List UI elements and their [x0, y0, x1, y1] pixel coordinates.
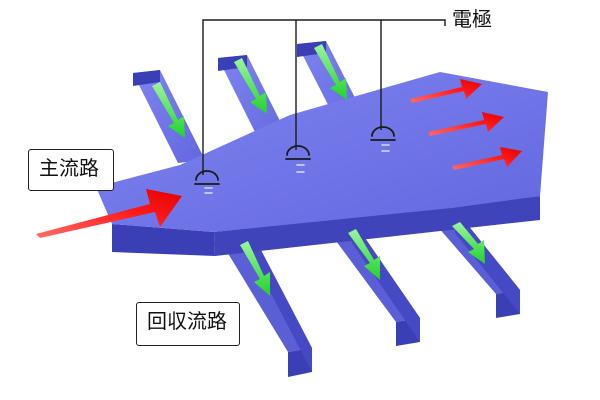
upper-branch-1: [133, 70, 205, 163]
recovery-channel-label: 回収流路: [136, 302, 240, 346]
electrodes: [194, 126, 396, 194]
green-arrow-inlet-2: [234, 58, 267, 114]
outflow-arrow-2: [428, 112, 504, 136]
main-channel-top: [96, 72, 548, 232]
main-channel-body: [96, 72, 548, 256]
electrode-3: [370, 126, 396, 152]
recovery-arrows: [240, 222, 485, 296]
green-arrow-inlet-1: [152, 82, 185, 138]
outflow-arrow-1: [410, 79, 482, 103]
electrode-1: [194, 170, 220, 194]
green-arrow-recovery-3: [452, 222, 485, 264]
inflow-arrow: [36, 189, 182, 238]
outflow-arrows: [410, 79, 522, 170]
electrode-leader-lines: [202, 19, 446, 175]
main-flow-label: 主流路: [28, 149, 114, 191]
electrode-2: [285, 145, 311, 173]
outflow-arrow-3: [452, 147, 522, 170]
recovery-channel-1: [215, 229, 312, 377]
green-arrow-recovery-2: [348, 229, 380, 280]
green-arrow-inlet-3: [314, 44, 347, 100]
inlet-arrows: [152, 44, 347, 138]
electrode-label: 電極: [452, 7, 492, 31]
green-arrow-recovery-1: [240, 241, 270, 296]
